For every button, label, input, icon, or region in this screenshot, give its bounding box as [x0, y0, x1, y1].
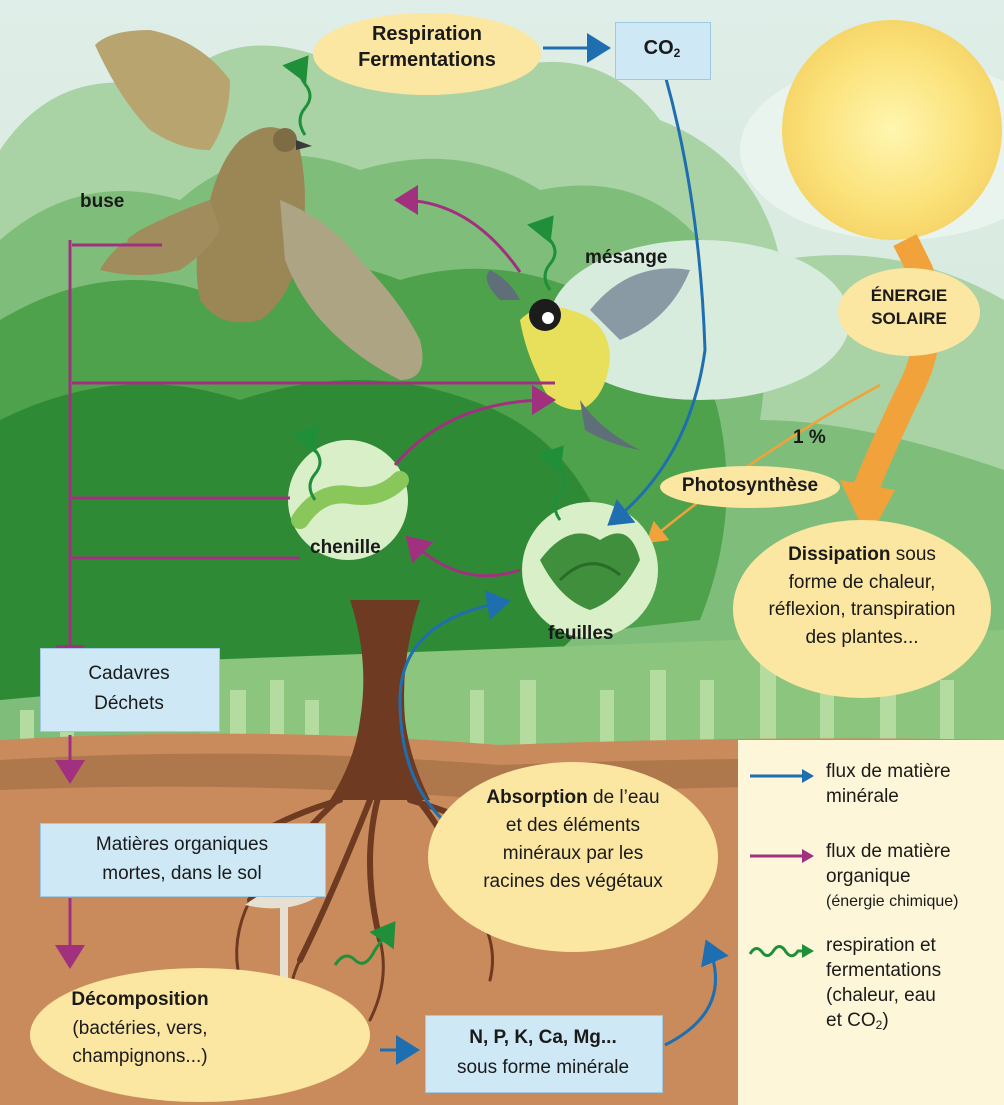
- matieres-line1: Matières organiques: [40, 833, 324, 856]
- fermentations-label: Fermentations: [313, 48, 541, 72]
- decomposition-line2: (bactéries, vers,: [40, 1017, 240, 1040]
- energie-label: ÉNERGIE: [838, 286, 980, 307]
- co2-label: CO2: [615, 36, 709, 61]
- decomposition-title: Décomposition: [40, 988, 240, 1011]
- solaire-label: SOLAIRE: [838, 309, 980, 330]
- chenille-label: chenille: [310, 536, 381, 559]
- legend-resp-line1: respiration et: [826, 934, 936, 958]
- legend-mineral-line1: flux de matière: [826, 760, 951, 784]
- mineral-flow-legend-icon: [748, 765, 818, 787]
- absorption-line1: Absorption de l’eau: [428, 786, 718, 809]
- legend-organic-line1: flux de matière: [826, 840, 951, 864]
- mesange-label: mésange: [585, 246, 667, 269]
- dissipation-line1: Dissipation sous: [733, 543, 991, 566]
- matieres-line2: mortes, dans le sol: [40, 862, 324, 885]
- respiration-label: Respiration: [313, 22, 541, 46]
- feuilles-label: feuilles: [548, 622, 613, 645]
- one-percent-label: 1 %: [793, 426, 826, 449]
- npk-line2: sous forme minérale: [425, 1056, 661, 1079]
- dechets-label: Déchets: [40, 692, 218, 715]
- absorption-line2: et des éléments: [428, 814, 718, 837]
- dissipation-line4: des plantes...: [733, 626, 991, 649]
- absorption-line3: minéraux par les: [428, 842, 718, 865]
- respiration-legend-icon: [748, 940, 818, 962]
- dissipation-line3: réflexion, transpiration: [733, 598, 991, 621]
- legend: flux de matière minérale flux de matière…: [738, 740, 1004, 1105]
- legend-resp-line2: fermentations: [826, 959, 941, 983]
- absorption-line4: racines des végétaux: [428, 870, 718, 893]
- legend-resp-line4: et CO2): [826, 1009, 889, 1033]
- legend-organic-line3: (énergie chimique): [826, 892, 959, 912]
- buse-label: buse: [80, 190, 124, 213]
- dissipation-line2: forme de chaleur,: [733, 571, 991, 594]
- legend-resp-line3: (chaleur, eau: [826, 984, 936, 1008]
- sun-illustration: [782, 20, 1002, 240]
- decomposition-line3: champignons...): [40, 1045, 240, 1068]
- legend-organic-line2: organique: [826, 865, 911, 889]
- npk-line1: N, P, K, Ca, Mg...: [425, 1026, 661, 1049]
- cadavres-box: [40, 648, 220, 732]
- legend-mineral-line2: minérale: [826, 785, 899, 809]
- organic-flow-legend-icon: [748, 845, 818, 867]
- photosynthesis-label: Photosynthèse: [660, 474, 840, 497]
- leaves-illustration: [522, 502, 658, 638]
- cadavres-label: Cadavres: [40, 662, 218, 685]
